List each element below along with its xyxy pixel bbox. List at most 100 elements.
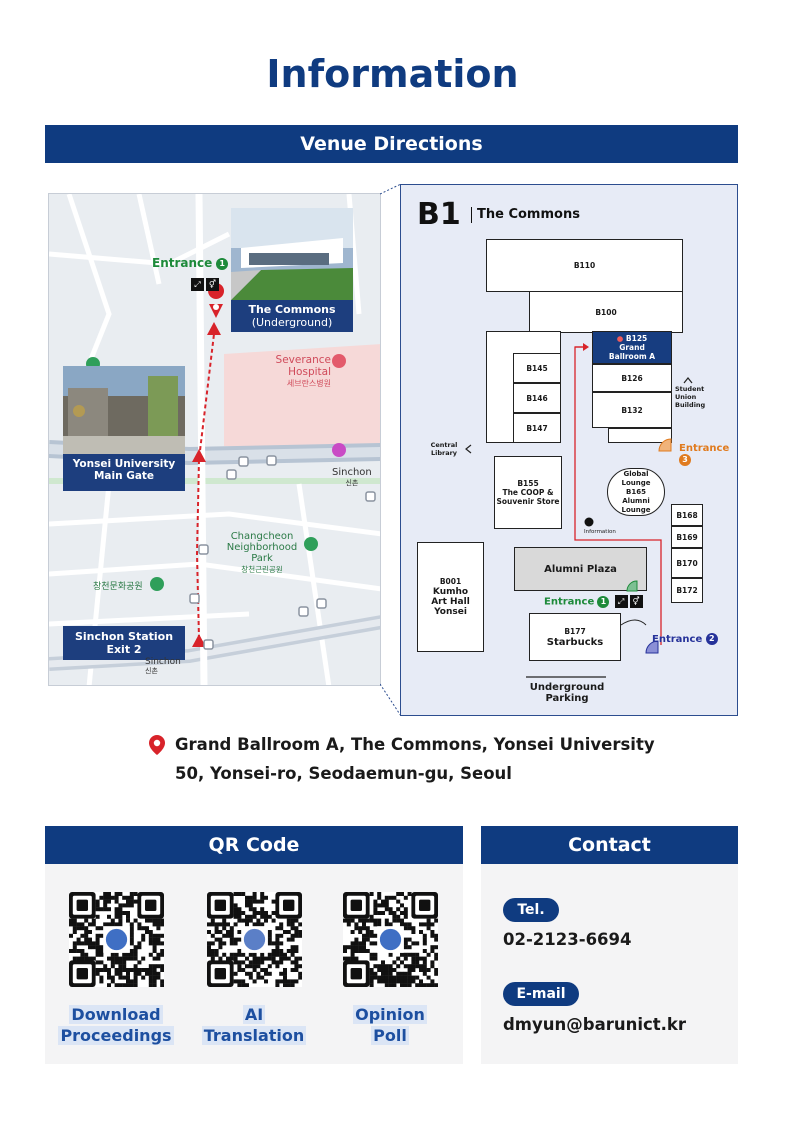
qr-label-proceedings[interactable]: Download Proceedings <box>51 1004 181 1046</box>
qr-code-translation[interactable] <box>207 892 303 988</box>
park-label: Changcheon Neighborhood Park 창천근린공원 <box>217 531 307 575</box>
entrance-3-text: Entrance <box>679 443 730 454</box>
entrance-1-badge: 1 <box>597 595 610 608</box>
map-entrance-text: Entrance <box>152 256 213 270</box>
entrance-1: Entrance 1 ⤢⚥ <box>544 595 643 608</box>
map-entrance-label: Entrance 1 <box>152 256 229 270</box>
room-b132: B132 <box>592 392 672 428</box>
escalator-icon: ⤢ <box>614 595 628 608</box>
venue-directions-heading: Venue Directions <box>45 125 738 163</box>
main-gate-label: Yonsei University Main Gate <box>72 458 176 482</box>
park-label-en: Changcheon Neighborhood Park <box>226 531 298 564</box>
main-gate-card: Yonsei University Main Gate <box>63 366 185 491</box>
commons-subtitle: (Underground) <box>251 316 333 329</box>
qr-label-poll[interactable]: Opinion Poll <box>325 1004 455 1046</box>
entrance-number-badge: 1 <box>216 257 229 270</box>
qr-label-proceedings-2: Proceedings <box>58 1026 174 1045</box>
room-b172: B172 <box>671 578 703 603</box>
hospital-label-en: Severance Hospital <box>275 354 331 378</box>
entrance-3: Entrance 3 <box>679 443 729 466</box>
entrance-1-text: Entrance <box>544 596 595 608</box>
zoom-connector <box>380 184 402 717</box>
underground-parking-label: Underground Parking <box>529 682 605 704</box>
qr-panel: Download Proceedings AI Translation Opin… <box>45 864 463 1064</box>
sinchon-bottom-en: Sinchon <box>145 657 181 667</box>
location-pin-icon <box>149 735 165 755</box>
room-b125-grand-ballroom: ● B125 Grand Ballroom A <box>592 331 672 364</box>
room-b165-lounge: Global Lounge B165 Alumni Lounge <box>607 468 665 516</box>
qr-label-translation-2: Translation <box>201 1026 307 1045</box>
main-gate-photo <box>63 366 185 454</box>
floor-level: B1 <box>417 197 461 232</box>
contact-panel: Tel. 02-2123-6694 E-mail dmyun@barunict.… <box>481 864 738 1064</box>
robot-icon <box>241 926 268 953</box>
sinchon-bottom-label: Sinchon 신촌 <box>145 658 181 676</box>
room-lounge-b: Alumni Lounge <box>621 496 651 514</box>
culture-park-label: 창천문화공원 <box>93 582 143 592</box>
entrance-2: Entrance 2 <box>652 633 718 645</box>
qr-label-translation-1: AI <box>242 1005 266 1024</box>
room-b170: B170 <box>671 548 703 578</box>
floor-plan-paths <box>465 343 693 678</box>
room-b145: B145 <box>513 353 561 383</box>
room-b155-code: B155 <box>517 479 539 488</box>
qr-pattern <box>343 892 439 988</box>
tel-pill: Tel. <box>503 898 559 922</box>
park-label-ko: 창천근린공원 <box>241 565 283 574</box>
commons-title: The Commons <box>248 303 336 316</box>
qr-code-poll[interactable] <box>343 892 439 988</box>
room-b001-code: B001 <box>439 577 462 586</box>
room-b177-code: B177 <box>564 627 586 636</box>
qr-pattern <box>69 892 165 988</box>
page-title: Information <box>266 52 519 96</box>
chat-icon <box>377 926 404 953</box>
student-union-label: Student Union Building <box>675 385 706 409</box>
room-b132-annex <box>608 428 672 443</box>
bulb-icon <box>103 926 130 953</box>
floor-building-name: The Commons <box>471 207 580 223</box>
sinchon-label-ko: 신촌 <box>345 479 359 487</box>
qr-code-heading: QR Code <box>45 826 463 864</box>
qr-label-poll-2: Poll <box>371 1026 409 1045</box>
room-b165-code: B165 <box>626 487 646 496</box>
entrance-3-badge: 3 <box>679 454 691 466</box>
room-b001-kumho: B001 Kumho Art Hall Yonsei <box>417 542 484 652</box>
room-b146: B146 <box>513 383 561 413</box>
map-accessibility-icons: ⤢⚥ <box>189 274 219 293</box>
qr-label-proceedings-1: Download <box>69 1005 163 1024</box>
entrance-2-text: Entrance <box>652 634 703 645</box>
sinchon-station-label: Sinchon 신촌 <box>332 467 372 488</box>
room-b177-starbucks: B177 Starbucks <box>529 613 621 661</box>
room-lounge-a: Global Lounge <box>621 469 651 487</box>
room-b147: B147 <box>513 413 561 443</box>
qr-pattern <box>207 892 303 988</box>
address-line-1: Grand Ballroom A, The Commons, Yonsei Un… <box>175 735 655 754</box>
room-kumho-label: Kumho Art Hall Yonsei <box>431 587 470 617</box>
area-map: Entrance 1 ⤢⚥ The Commons (Underground) … <box>48 193 381 686</box>
alumni-plaza: Alumni Plaza <box>514 547 647 591</box>
room-b168: B168 <box>671 504 703 526</box>
tel-value[interactable]: 02-2123-6694 <box>503 930 632 949</box>
qr-code-proceedings[interactable] <box>69 892 165 988</box>
room-b169: B169 <box>671 526 703 548</box>
entrance-2-badge: 2 <box>705 633 718 645</box>
room-b126: B126 <box>592 364 672 392</box>
floor-plan: B1 The Commons B110 B100 ● B125 Grand Ba… <box>400 184 738 716</box>
qr-label-translation[interactable]: AI Translation <box>189 1004 319 1046</box>
information-label: Information <box>584 529 616 535</box>
restroom-icon: ⚥ <box>629 595 643 608</box>
room-grand-label: Grand Ballroom A <box>608 343 656 361</box>
exit-2-label: Sinchon Station Exit 2 <box>63 626 185 660</box>
commons-photo-card: The Commons (Underground) <box>231 208 353 332</box>
escalator-icon: ⤢ <box>191 278 204 291</box>
restroom-icon: ⚥ <box>206 278 219 291</box>
commons-photo <box>231 208 353 300</box>
room-b155: B155 The COOP & Souvenir Store <box>494 456 562 529</box>
central-library-label: Central Library <box>430 441 458 457</box>
room-b125-code: B125 <box>625 334 648 343</box>
room-starbucks-label: Starbucks <box>546 637 604 648</box>
email-value[interactable]: dmyun@barunict.kr <box>503 1015 687 1034</box>
hospital-label: Severance Hospital 세브란스병원 <box>235 354 331 389</box>
sinchon-label-en: Sinchon <box>332 467 372 478</box>
contact-heading: Contact <box>481 826 738 864</box>
